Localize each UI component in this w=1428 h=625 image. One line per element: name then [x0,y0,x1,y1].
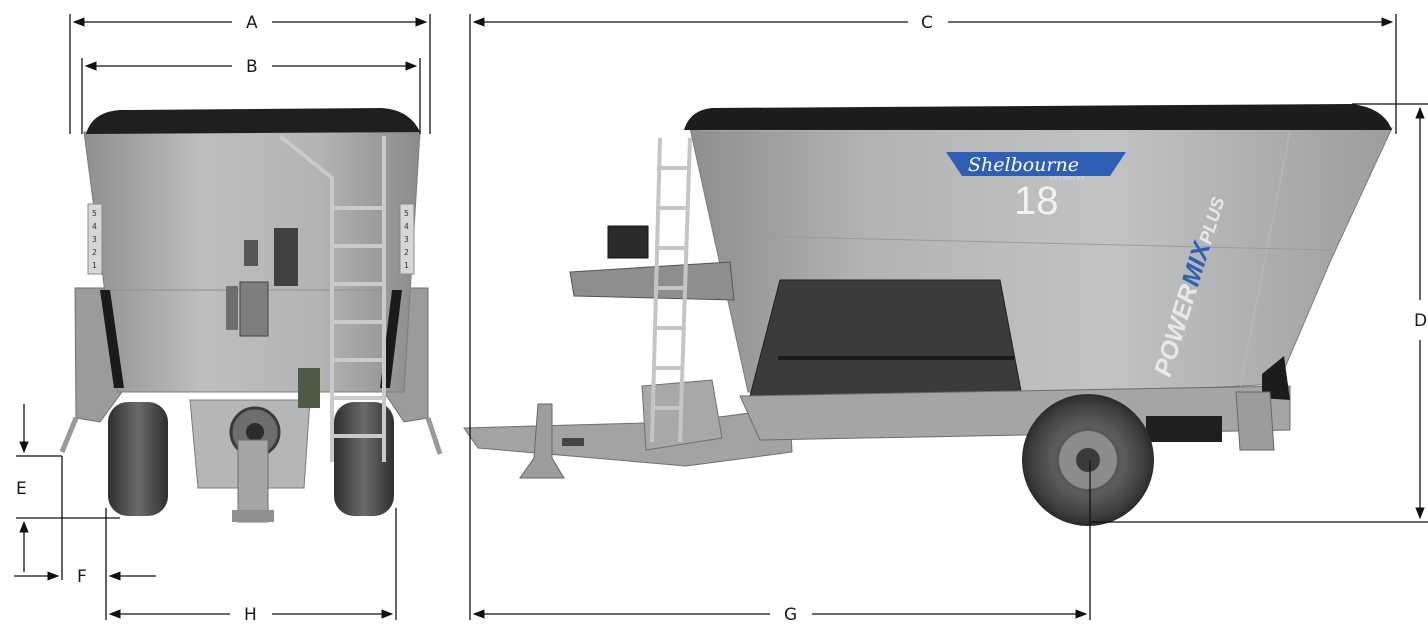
front-hitch-jack [237,439,269,523]
scale-mark: 4 [92,222,97,231]
side-jack [519,403,565,479]
front-right-tire [334,402,394,516]
scale-mark: 2 [404,248,409,257]
side-front-tray [569,261,735,301]
scale-mark: 3 [404,235,409,244]
dim-label-h: H [244,605,257,625]
dim-label-b: B [246,57,258,77]
dim-label-g: G [784,605,797,625]
scale-mark: 4 [404,222,409,231]
scale-mark: 5 [404,209,409,218]
scale-mark: 2 [92,248,97,257]
front-ladder [278,134,386,462]
brand-name: Shelbourne [968,154,1079,176]
side-drawbar [463,407,793,467]
dim-label-a: A [246,13,258,33]
side-monitor [607,225,649,259]
dim-label-f: F [77,567,87,587]
scale-mark: 1 [92,261,97,270]
scale-mark: 1 [404,261,409,270]
side-view: Shelbourne REYNOLDS 18 POWERMIXPLUS [463,104,1393,526]
front-rim [86,108,420,134]
front-right-scale [399,203,415,275]
dimension-lines [14,14,1428,620]
front-left-scale [87,203,103,275]
side-door-panel [749,279,1023,397]
scale-mark: 5 [92,209,97,218]
scale-mark: 3 [92,235,97,244]
front-view: 5 4 3 2 1 5 4 3 2 1 [59,108,443,523]
dim-label-e: E [16,479,27,499]
brand-sub: REYNOLDS [1050,176,1086,182]
dim-label-d: D [1414,311,1427,331]
model-number: 18 [1014,179,1059,223]
dim-label-c: C [921,13,933,33]
side-rear-light [1262,356,1290,400]
front-left-tire [108,402,168,516]
side-ladder [650,137,692,443]
front-control-box [239,281,269,337]
brand-logo: Shelbourne REYNOLDS [946,152,1126,182]
side-rim [684,104,1392,130]
